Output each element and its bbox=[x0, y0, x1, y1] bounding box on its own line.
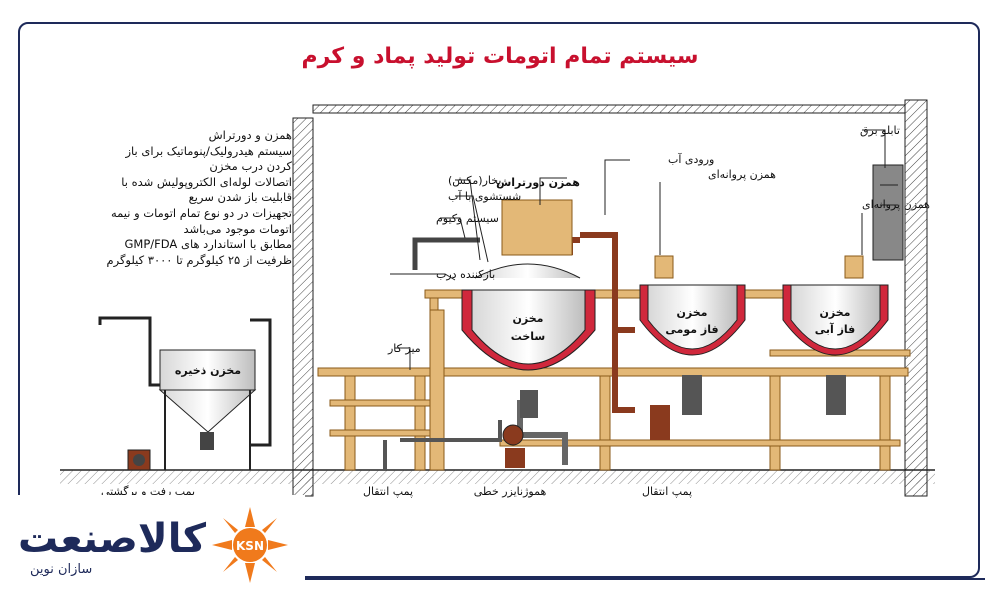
logo-subtitle: سازان نوین bbox=[30, 562, 93, 577]
wax-tank-label-2: فاز مومی bbox=[665, 323, 718, 336]
water-wash-label: شستشوی با آب bbox=[448, 189, 521, 203]
feature-line: سیستم هیدرولیک/پنوماتیک برای باز bbox=[125, 143, 292, 158]
water-inlet-label: ورودی آب bbox=[668, 152, 714, 166]
scraper-mixer-label: همزن دورتراش bbox=[496, 176, 580, 189]
feature-line: کردن درب مخزن bbox=[209, 159, 292, 174]
wax-tank-label-1: مخزن bbox=[677, 306, 708, 319]
propeller-mixer-label-2: همزن پروانه‌ای bbox=[862, 198, 930, 211]
mixing-tank bbox=[461, 199, 596, 468]
wax-phase-tank bbox=[639, 255, 746, 440]
feature-line: ظرفیت از ۲۵ کیلوگرم تا ۳۰۰۰ کیلوگرم bbox=[106, 252, 292, 267]
callout-lines bbox=[390, 129, 886, 370]
propeller-mixer-label-1: همزن پروانه‌ای bbox=[708, 168, 776, 181]
inline-homogenizer-label: هموژنایزر خطی bbox=[474, 485, 547, 498]
mixing-tank-label-1: مخزن bbox=[513, 312, 544, 325]
features-list: همزن و دورتراش سیستم هیدرولیک/پنوماتیک ب… bbox=[62, 128, 292, 268]
feature-line: مطابق با استاندارد های GMP/FDA bbox=[124, 237, 292, 252]
water-phase-tank bbox=[782, 255, 889, 415]
feature-line: تجهیزات در دو نوع تمام اتومات و نیمه bbox=[110, 205, 292, 220]
storage-tank bbox=[158, 349, 257, 470]
water-tank-label-2: فاز آبی bbox=[815, 322, 856, 336]
transfer-pump-label-2: پمپ انتقال bbox=[642, 485, 692, 498]
storage-tank-label: مخزن ذخیره bbox=[175, 364, 241, 377]
feature-line: قابلیت باز شدن سریع bbox=[188, 190, 292, 205]
reciprocating-pump bbox=[127, 449, 151, 471]
work-table-label: میز کار bbox=[387, 342, 421, 355]
reciprocating-pump-label: پمپ رفت و برگشتی bbox=[101, 485, 195, 498]
vacuum-system-label: سیستم وکیوم bbox=[436, 212, 499, 225]
water-tank-label-1: مخزن bbox=[820, 306, 851, 319]
logo-mark-icon: KSN bbox=[212, 507, 288, 583]
steam-vacuum-label: بخار(مکش) bbox=[448, 174, 501, 187]
electric-panel bbox=[872, 164, 904, 261]
logo-name: کالاصنعت bbox=[18, 516, 207, 562]
mixing-tank-label-2: ساخت bbox=[511, 330, 546, 343]
electric-panel-label: تابلو برق bbox=[860, 124, 900, 137]
feature-line: همزن و دورتراش bbox=[208, 128, 292, 142]
logo-underline bbox=[305, 578, 985, 580]
diagram-title: سیستم تمام اتومات تولید پماد و کرم bbox=[301, 44, 699, 69]
logo-mark-text: KSN bbox=[236, 539, 264, 553]
feature-line: اتصالات لوله‌ای الکتروپولیش شده با bbox=[121, 174, 292, 189]
transfer-pump-label-1: پمپ انتقال bbox=[363, 485, 413, 498]
building-walls bbox=[60, 99, 935, 497]
feature-line: اتومات موجود می‌باشد bbox=[183, 221, 292, 236]
lid-opener-label: بازکننده درب bbox=[436, 268, 495, 281]
